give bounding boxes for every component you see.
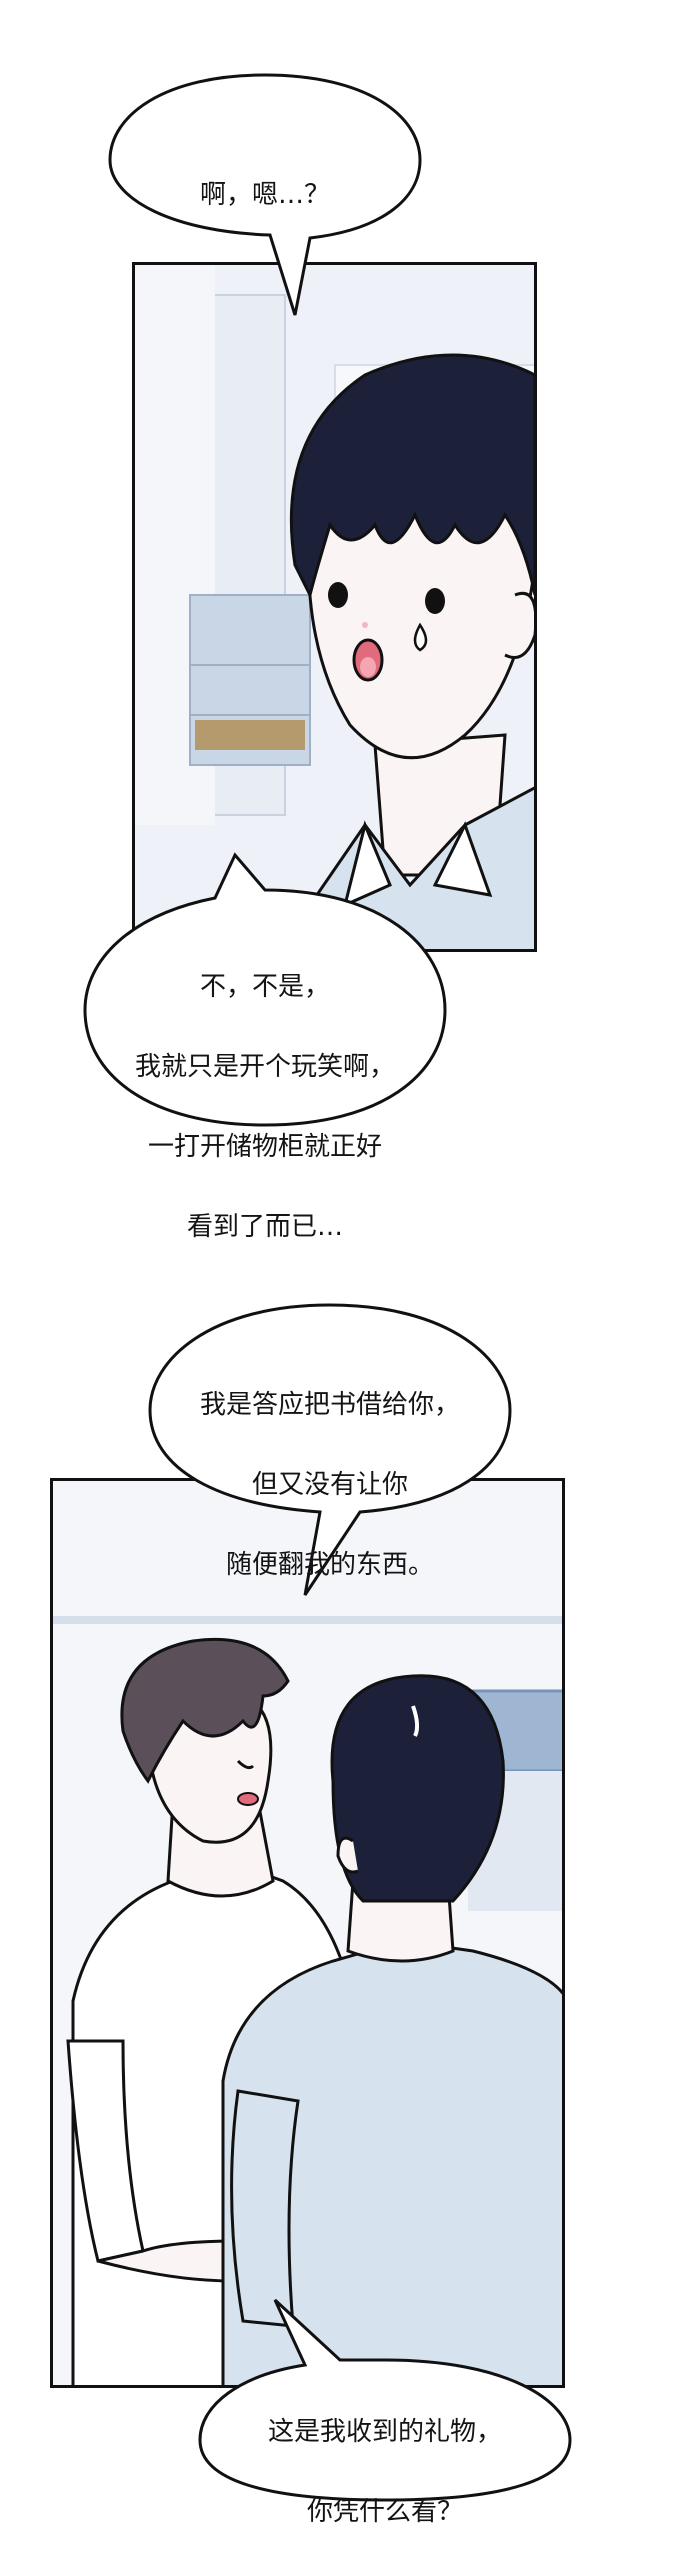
wall-stripe [53, 1616, 562, 1624]
comic-panel-2 [50, 1478, 565, 2388]
left-character-face [146, 1699, 273, 1844]
speech-bubble-2: 不，不是， 我就只是开个玩笑啊， 一打开储物柜就正好 看到了而已… [70, 852, 460, 1242]
speech-bubble-1: 啊，嗯…？ [95, 60, 435, 316]
panel-1-art [135, 265, 534, 949]
speech-bubble-4-text: 这是我收到的礼物， 你凭什么看？ [267, 2417, 502, 2527]
left-eye [328, 582, 348, 608]
speech-bubble-3: 我是答应把书借给你， 但又没有让你 随便翻我的东西。 [130, 1290, 530, 1596]
left-character-hair [120, 1637, 290, 1784]
right-eye [425, 588, 445, 614]
speech-bubble-4: 这是我收到的礼物， 你凭什么看？ [185, 2298, 585, 2527]
speech-bubble-1-text: 啊，嗯…？ [199, 180, 330, 210]
character-hair [289, 353, 534, 600]
speech-bubble-2-text: 不，不是， 我就只是开个玩笑啊， 一打开储物柜就正好 看到了而已… [134, 972, 395, 1242]
character-ear [504, 592, 534, 659]
panel-2-art [53, 1481, 562, 2385]
sweat-drop [413, 622, 428, 652]
speech-bubble-3-text: 我是答应把书借给你， 但又没有让你 随便翻我的东西。 [199, 1390, 460, 1580]
right-character-head [330, 1674, 505, 1903]
comic-panel-1 [132, 262, 537, 952]
